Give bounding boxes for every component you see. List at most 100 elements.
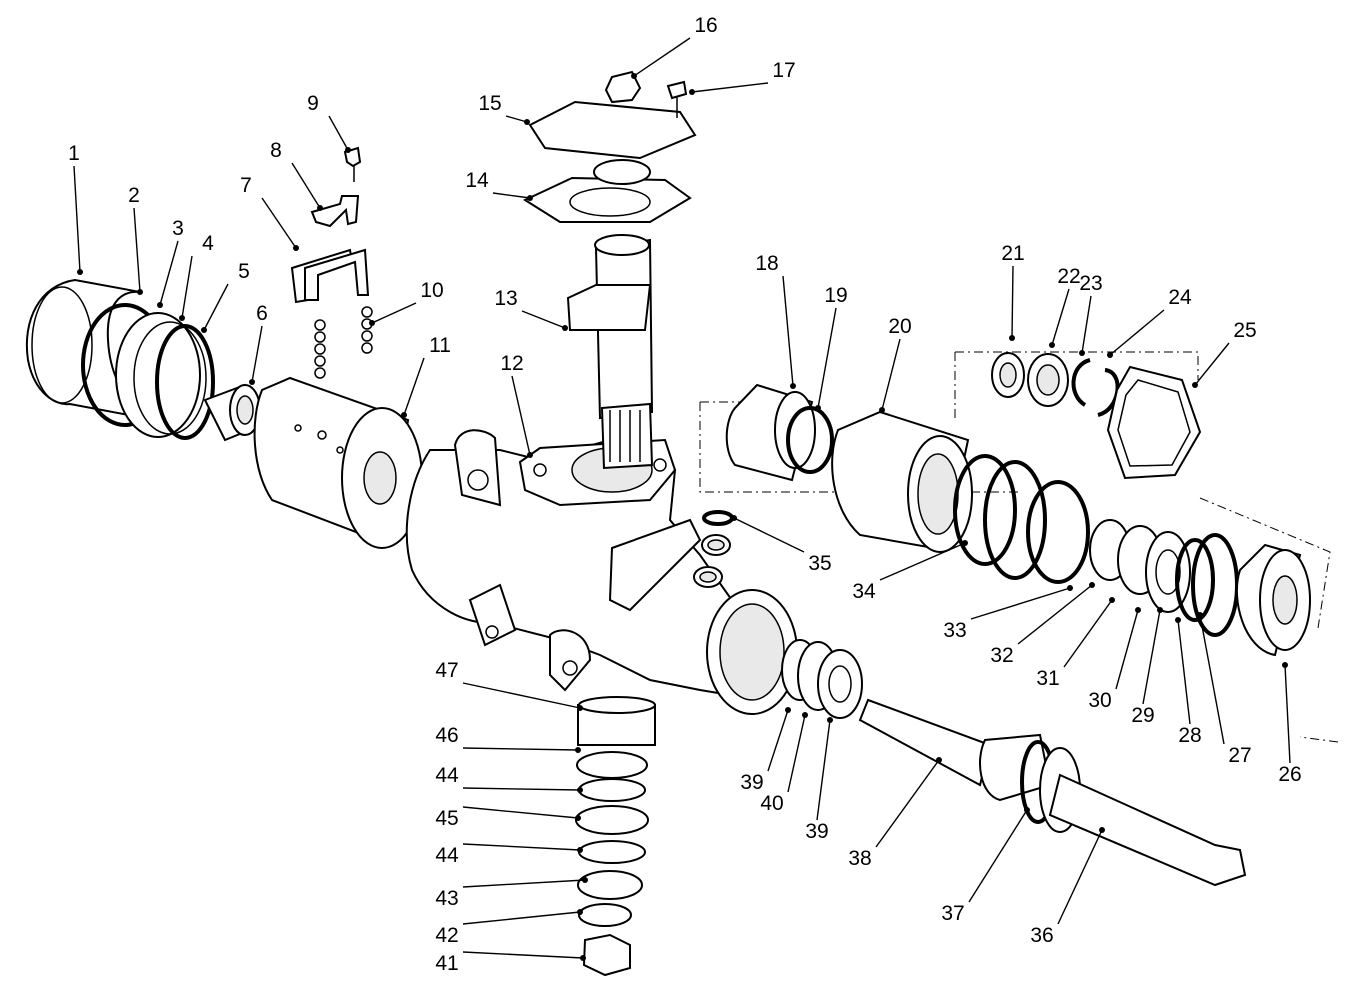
- worm-shaft-group: [702, 510, 1247, 887]
- callout-label-23: 23: [1079, 272, 1102, 295]
- leader-line-47: [462, 682, 581, 709]
- leader-dot-14: [527, 195, 533, 201]
- leader-line-29: [1142, 609, 1161, 705]
- bushing-6: [203, 383, 264, 442]
- callout-label-45: 45: [435, 807, 458, 830]
- leader-dot-35: [731, 515, 737, 521]
- leader-dot-44b: [577, 847, 583, 853]
- leader-dot-16: [631, 73, 637, 79]
- callout-label-21: 21: [1001, 242, 1024, 265]
- callout-label-42: 42: [435, 924, 458, 947]
- leader-dot-42: [577, 909, 583, 915]
- leader-dot-34: [962, 540, 968, 546]
- leader-line-13: [521, 310, 566, 329]
- leader-line-9: [328, 115, 349, 151]
- leader-line-10: [371, 302, 417, 324]
- leader-line-35: [733, 517, 805, 553]
- callout-label-38: 38: [848, 847, 871, 870]
- leader-dot-20: [879, 407, 885, 413]
- balls-right: [361, 306, 373, 354]
- callout-label-36: 36: [1030, 924, 1053, 947]
- callout-label-20: 20: [888, 315, 911, 338]
- leader-dot-39a: [785, 707, 791, 713]
- leader-line-43: [462, 879, 586, 888]
- leader-dot-7: [293, 245, 299, 251]
- leader-line-11: [403, 357, 425, 416]
- leader-line-39a: [767, 709, 789, 772]
- leader-dot-36: [1099, 827, 1105, 833]
- leader-line-4: [181, 255, 193, 319]
- callout-label-34: 34: [852, 580, 876, 603]
- leader-line-1: [73, 165, 81, 273]
- gear-housing-12: [405, 429, 798, 715]
- leader-line-34: [879, 542, 966, 581]
- balls-left: [314, 319, 326, 379]
- callout-label-26: 26: [1278, 763, 1301, 786]
- leader-dot-4: [179, 315, 185, 321]
- leader-line-17: [691, 82, 769, 93]
- leader-dot-22: [1049, 342, 1055, 348]
- callout-label-24: 24: [1168, 286, 1192, 309]
- leader-dot-13: [562, 325, 568, 331]
- leader-line-44b: [462, 843, 581, 851]
- leader-dot-37: [1024, 807, 1030, 813]
- leader-line-19: [817, 307, 837, 409]
- callout-label-29: 29: [1131, 704, 1154, 727]
- callout-label-47: 47: [435, 659, 458, 682]
- callout-label-6: 6: [256, 302, 268, 325]
- callout-labels: 1234567891011121314151617181920212223242…: [68, 14, 1302, 975]
- callout-label-8: 8: [270, 139, 282, 162]
- leader-dot-33: [1067, 585, 1073, 591]
- callout-label-33: 33: [943, 619, 966, 642]
- leader-dot-24: [1107, 352, 1113, 358]
- callout-label-16: 16: [694, 14, 717, 37]
- seal-ring-5: [155, 324, 215, 440]
- leader-dot-40: [802, 712, 808, 718]
- leader-line-27: [1199, 614, 1225, 745]
- leader-dot-39b: [827, 717, 833, 723]
- leader-dot-18: [790, 383, 796, 389]
- callout-label-17: 17: [772, 59, 795, 82]
- callout-label-5: 5: [238, 260, 250, 283]
- sector-shaft-group: [522, 70, 697, 470]
- leader-dot-41: [580, 955, 586, 961]
- leader-line-24: [1109, 309, 1165, 356]
- leader-line-23: [1081, 295, 1092, 354]
- leader-dot-2: [137, 289, 143, 295]
- callout-label-44a: 44: [435, 764, 459, 787]
- leader-line-22: [1051, 288, 1070, 346]
- leader-line-45: [462, 806, 579, 819]
- leader-dot-5: [201, 327, 207, 333]
- callout-label-39b: 39: [805, 820, 828, 843]
- leader-line-28: [1177, 619, 1191, 725]
- pitman-stack: [575, 696, 656, 977]
- leader-dot-31: [1109, 597, 1115, 603]
- callout-label-15: 15: [478, 92, 501, 115]
- callout-label-11: 11: [429, 334, 451, 357]
- callout-label-32: 32: [990, 644, 1013, 667]
- leader-dot-23: [1079, 350, 1085, 356]
- callout-label-10: 10: [420, 279, 443, 302]
- leader-dot-11: [401, 412, 407, 418]
- leader-line-36: [1057, 829, 1103, 925]
- callout-label-7: 7: [240, 174, 252, 197]
- callout-label-39a: 39: [740, 771, 763, 794]
- leader-line-20: [881, 338, 901, 411]
- upper-bearing-group: [991, 352, 1202, 480]
- leader-dot-30: [1135, 607, 1141, 613]
- callout-label-41: 41: [435, 952, 458, 975]
- leader-line-37: [968, 809, 1028, 903]
- callout-label-14: 14: [465, 169, 489, 192]
- leader-dot-19: [815, 405, 821, 411]
- leader-dot-43: [582, 877, 588, 883]
- leader-dot-12: [527, 452, 533, 458]
- leader-line-46: [462, 747, 579, 751]
- leader-dot-47: [577, 705, 583, 711]
- callout-label-12: 12: [500, 352, 523, 375]
- leader-line-21: [1011, 265, 1014, 339]
- leader-line-12: [511, 375, 531, 456]
- leader-dot-44a: [577, 787, 583, 793]
- bearing-stack: [1089, 519, 1311, 657]
- leader-dot-17: [689, 89, 695, 95]
